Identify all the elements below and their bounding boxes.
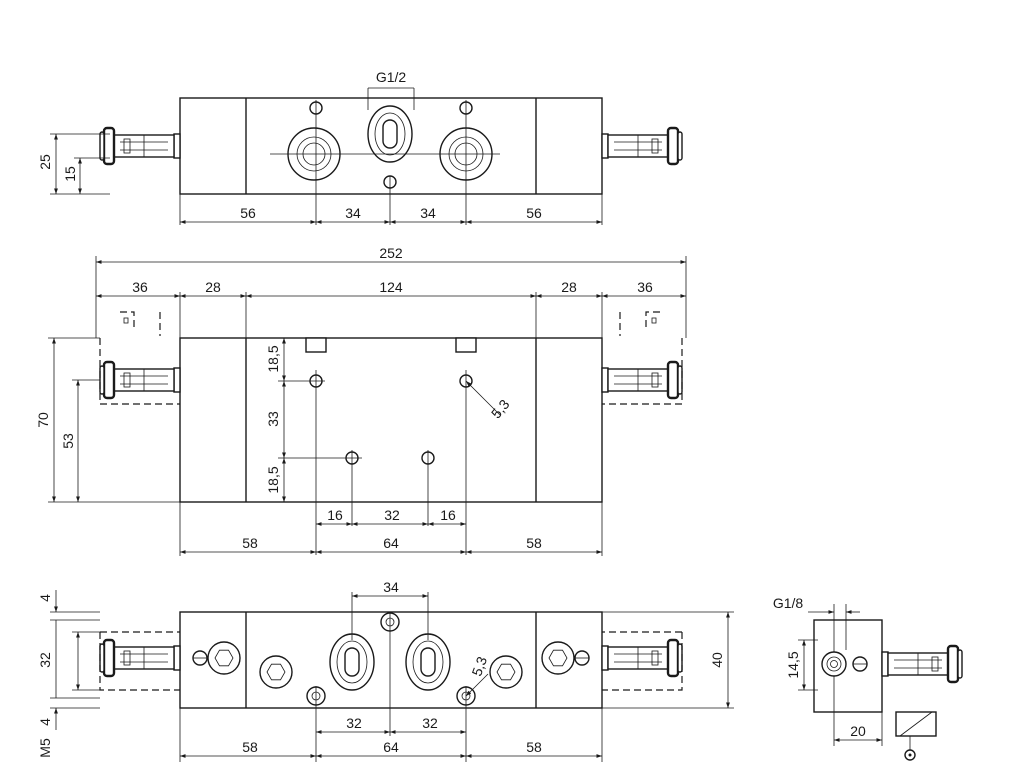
dim-18-5: 18,5 [265, 466, 281, 493]
hex-screw-icon [259, 655, 293, 689]
dim-36: 36 [637, 279, 653, 295]
dim-16: 16 [440, 507, 456, 523]
dim-32: 32 [346, 715, 362, 731]
dim-64: 64 [383, 739, 399, 755]
pilot-port [329, 633, 375, 691]
dim-252: 252 [379, 245, 403, 261]
dim-15: 15 [62, 166, 78, 182]
slotted-screw-icon [574, 650, 590, 666]
dim-56: 56 [526, 205, 542, 221]
dim-4: 4 [37, 718, 53, 726]
thread-label-g12: G1/2 [376, 69, 407, 85]
hex-screw-icon [489, 655, 523, 689]
top-view: G1/2 56 34 34 56 25 15 [37, 69, 684, 225]
dim-dia-5-3: 5,3 [468, 654, 490, 678]
dim-58: 58 [242, 535, 258, 551]
front-body [179, 337, 603, 503]
dim-53: 53 [60, 433, 76, 449]
pilot-port [405, 633, 451, 691]
dim-32: 32 [384, 507, 400, 523]
front-view: 5,3 252 36 28 124 28 36 70 53 18,5 [35, 245, 687, 556]
dim-28: 28 [205, 279, 221, 295]
dim-124: 124 [379, 279, 403, 295]
dim-70: 70 [35, 412, 51, 428]
dim-40: 40 [709, 652, 725, 668]
thread-label-m5: M5 [37, 738, 53, 758]
right-solenoid-operator [600, 126, 684, 166]
dim-34: 34 [420, 205, 436, 221]
slotted-screw-icon [852, 656, 868, 672]
port-g18 [821, 651, 847, 677]
dim-32: 32 [37, 652, 53, 668]
dim-36: 36 [132, 279, 148, 295]
slotted-screw-icon [192, 650, 208, 666]
dim-58: 58 [526, 535, 542, 551]
right-solenoid-operator [600, 360, 684, 400]
dim-25: 25 [37, 154, 53, 170]
dim-4: 4 [37, 594, 53, 602]
thread-label-g18: G1/8 [773, 595, 804, 611]
side-solenoid-operator [880, 644, 964, 684]
side-view: G1/8 14,5 20 [773, 595, 964, 761]
dim-16: 16 [327, 507, 343, 523]
dim-20: 20 [850, 723, 866, 739]
bottom-view: 34 5,3 32 32 58 64 58 40 4 32 [37, 579, 734, 762]
dim-28: 28 [561, 279, 577, 295]
dim-18-5: 18,5 [265, 345, 281, 372]
left-solenoid-operator [98, 638, 182, 678]
dim-56: 56 [240, 205, 256, 221]
hex-screw-icon [541, 641, 575, 675]
dim-64: 64 [383, 535, 399, 551]
dim-33: 33 [265, 411, 281, 427]
dim-14-5: 14,5 [785, 651, 801, 678]
dim-34: 34 [345, 205, 361, 221]
solenoid-symbol-icon [895, 711, 937, 761]
dim-32: 32 [422, 715, 438, 731]
left-solenoid-operator [98, 126, 182, 166]
dim-34: 34 [383, 579, 399, 595]
dim-58: 58 [242, 739, 258, 755]
hex-screw-icon [207, 641, 241, 675]
right-solenoid-operator [600, 638, 684, 678]
left-solenoid-operator [98, 360, 182, 400]
dim-58: 58 [526, 739, 542, 755]
